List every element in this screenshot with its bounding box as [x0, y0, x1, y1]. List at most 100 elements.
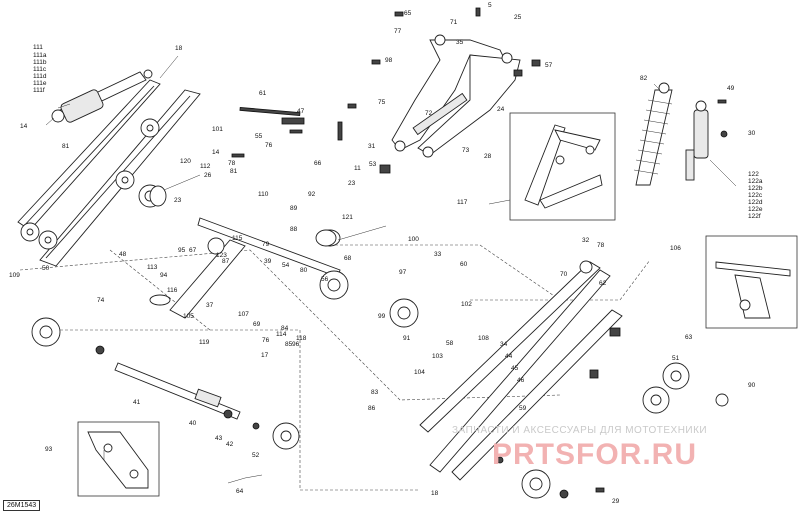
callout-label: 99: [378, 313, 386, 320]
callout-label: 83: [371, 389, 379, 396]
callout-label: 115: [232, 235, 243, 242]
part-callouts: 5 65 25 77 71 35 18 61 47 14 81 120 101 …: [9, 2, 756, 505]
callout-label: 57: [545, 62, 553, 69]
callout-label: 76: [262, 337, 270, 344]
callout-label: 35: [456, 39, 464, 46]
callout-label: 81: [62, 143, 70, 150]
callout-label: 18: [431, 490, 439, 497]
callout-label: 112: [200, 163, 211, 170]
callout-label: 17: [261, 352, 269, 359]
callout-label: 46: [517, 377, 525, 384]
callout-label: 62: [599, 280, 607, 287]
callout-label: 56: [321, 276, 329, 283]
callout-label: 105: [183, 313, 194, 320]
callout-label: 92: [308, 191, 316, 198]
callout-label: 41: [133, 399, 141, 406]
torsion-spring-121: [315, 225, 387, 247]
callout-label: 71: [450, 19, 458, 26]
callout-label: 90: [748, 382, 756, 389]
watermark-logo: PRTSFOR.RU: [492, 438, 697, 471]
callout-label: 43: [215, 435, 223, 442]
callout-label: 87: [222, 258, 230, 265]
callout-label: 101: [212, 126, 223, 133]
callout-label: 34: [500, 341, 508, 348]
callout-label: 80: [300, 267, 308, 274]
callout-label: 40: [189, 420, 197, 427]
callout-label: 51: [672, 355, 680, 362]
callout-111b: 111b: [33, 59, 47, 66]
callout-label: 120: [180, 158, 191, 165]
torsion-spring-120: [149, 174, 201, 207]
callout-label: 39: [264, 258, 272, 265]
callout-label: 50: [42, 265, 50, 272]
callout-label: 96: [292, 341, 300, 348]
callout-122d: 122d: [748, 199, 763, 206]
callout-label: 78: [228, 160, 236, 167]
callout-label: 103: [432, 353, 443, 360]
callout-label: 108: [478, 335, 489, 342]
callout-label: 85: [285, 341, 293, 348]
callout-label: 84: [281, 325, 289, 332]
leader-lines: [45, 55, 737, 484]
inset-box-117: [509, 112, 616, 221]
inset-box-93: [77, 421, 160, 497]
callout-label: 14: [212, 149, 220, 156]
callout-label: 91: [403, 335, 411, 342]
callout-label: 60: [460, 261, 468, 268]
callout-label: 78: [597, 242, 605, 249]
rear-idler-wheels: [521, 362, 690, 499]
callout-label: 69: [253, 321, 261, 328]
callout-label: 118: [296, 335, 307, 342]
callout-label: 93: [45, 446, 53, 453]
callout-label: 81: [230, 168, 238, 175]
callout-label: 23: [348, 180, 356, 187]
callout-label: 94: [160, 272, 168, 279]
rear-arm-assembly: [391, 34, 521, 158]
callout-label: 45: [511, 365, 519, 372]
callout-label: 25: [514, 14, 522, 21]
callout-122a: 122a: [748, 178, 763, 185]
callout-label: 18: [175, 45, 183, 52]
left-long-rail: [38, 89, 201, 267]
callout-label: 89: [290, 205, 298, 212]
callout-label: 32: [582, 237, 590, 244]
callout-122c: 122c: [748, 192, 763, 199]
explosion-guide-lines: [19, 244, 651, 491]
callout-label: 55: [255, 133, 263, 140]
callout-label: 79: [262, 241, 270, 248]
callout-label: 31: [368, 143, 376, 150]
fasteners: [95, 7, 729, 499]
inset-box-106: [705, 235, 798, 329]
callout-label: 37: [206, 302, 214, 309]
callout-label: 63: [685, 334, 693, 341]
callout-122e: 122e: [748, 206, 763, 213]
callout-label: 121: [342, 214, 353, 221]
callout-label: 30: [748, 130, 756, 137]
callout-label: 33: [434, 251, 442, 258]
callout-label: 107: [238, 311, 249, 318]
callout-111a: 111a: [33, 52, 47, 59]
left-slide-rail: [17, 79, 161, 242]
callout-label: 97: [399, 269, 407, 276]
callout-label: 106: [670, 245, 681, 252]
callout-label: 82: [640, 75, 648, 82]
callout-label: 49: [727, 85, 735, 92]
watermark-tagline: ЗАПЧАСТИ И АКСЕССУАРЫ ДЛЯ МОТОТЕХНИКИ: [452, 425, 708, 436]
callout-label: 48: [119, 251, 127, 258]
callout-label: 77: [394, 28, 402, 35]
callout-label: 73: [462, 147, 470, 154]
callout-label: 75: [378, 99, 386, 106]
right-slide-rail: [419, 260, 623, 481]
callout-111c: 111c: [33, 66, 47, 73]
callout-label: 66: [314, 160, 322, 167]
callout-label: 65: [404, 10, 412, 17]
callout-label: 54: [282, 262, 290, 269]
callout-label: 28: [484, 153, 492, 160]
callout-label: 88: [290, 226, 298, 233]
callout-label: 53: [369, 161, 377, 168]
idler-wheel-52: [272, 422, 300, 450]
callout-label: 100: [408, 236, 419, 243]
callout-label: 42: [226, 441, 234, 448]
